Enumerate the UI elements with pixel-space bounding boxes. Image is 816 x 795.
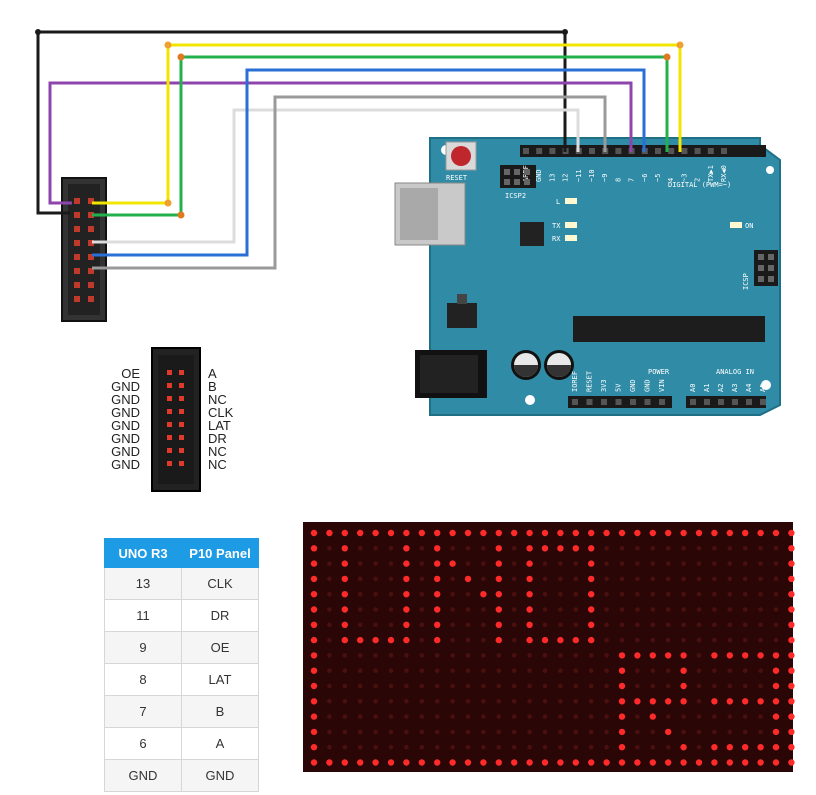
analog-pin-label: A2 [717, 384, 725, 392]
power-pin-labels: IOREF RESET 3V3 5V GND GND VIN [571, 370, 666, 405]
power-pin-label: GND [644, 379, 652, 392]
pin-label-right: LAT [208, 418, 231, 433]
power-pin-label: RESET [586, 370, 594, 392]
header-uno: UNO R3 [104, 538, 182, 568]
pin-label-right: B [208, 379, 217, 394]
digital-pin-label: GND [535, 169, 543, 182]
atmega-chip [573, 316, 765, 342]
pin-label-right: NC [208, 392, 227, 407]
digital-pin-label: ~6 [641, 174, 649, 182]
pin-label-right: A [208, 366, 217, 381]
analog-pin-label: A1 [703, 384, 711, 392]
table-header-row: UNO R3 P10 Panel [104, 538, 259, 568]
uno-pin-cell: GND [104, 759, 182, 792]
pin-label-left: OE [121, 366, 140, 381]
reset-label: RESET [446, 174, 468, 182]
pin-label-right: DR [208, 431, 227, 446]
uno-pin-cell: 7 [104, 695, 182, 728]
digital-pin-label: ~10 [588, 169, 596, 182]
digital-pin-label: 8 [614, 178, 622, 182]
pin-label-left: GND [111, 392, 140, 407]
tx-label: TX [552, 222, 561, 230]
wire-lat-blue [92, 68, 646, 257]
power-pin-label: GND [629, 379, 637, 392]
icsp-label: ICSP [742, 273, 750, 290]
uno-pin-cell: 9 [104, 631, 182, 664]
idc-connector-wiring [61, 177, 107, 322]
analog-pin-label: A5 [759, 384, 767, 392]
digital-pin-label: 4 [667, 178, 675, 182]
pin-label-left: GND [111, 444, 140, 459]
analog-header [686, 396, 766, 408]
wire-clk-white [92, 108, 580, 244]
uno-pin-cell: 8 [104, 663, 182, 696]
uno-pin-cell: 6 [104, 727, 182, 760]
header-p10: P10 Panel [181, 538, 259, 568]
wire-oe-purple [48, 81, 633, 205]
p10-pin-cell: CLK [181, 567, 259, 600]
l-label: L [556, 198, 560, 206]
pin-label-left: GND [111, 405, 140, 420]
pin-label-left: GND [111, 457, 140, 472]
power-label: POWER [648, 368, 670, 376]
digital-pin-label: RX◀0 [720, 165, 728, 182]
digital-label: DIGITAL (PWM=~) [668, 181, 731, 189]
p10-pin-cell: OE [181, 631, 259, 664]
digital-pin-label: ~11 [575, 169, 583, 182]
analog-pin-label: A4 [745, 384, 753, 392]
power-pin-label: 3V3 [600, 379, 608, 392]
uno-pin-cell: 13 [104, 567, 182, 600]
power-pin-label: 5V [615, 383, 623, 392]
pin-label-right: CLK [208, 405, 234, 420]
analog-pin-labels: A0 A1 A2 A3 A4 A5 [689, 384, 767, 405]
power-jack [415, 350, 487, 398]
icsp2-label: ICSP2 [505, 192, 526, 200]
uno-pin-cell: 11 [104, 599, 182, 632]
power-pin-label: VIN [658, 379, 666, 392]
digital-pin-label: 12 [562, 174, 570, 182]
digital-pin-label: TX▶1 [707, 165, 715, 182]
pin-label-left: GND [111, 431, 140, 446]
wire-dr-gray [92, 95, 607, 270]
digital-pin-label: 13 [548, 174, 556, 182]
analog-pin-label: A0 [689, 384, 697, 392]
icsp-header [754, 250, 778, 286]
digital-pin-label: ~3 [680, 174, 688, 182]
digital-pin-label: ~5 [654, 174, 662, 182]
arduino-uno-board: RESET ICSP2 ICSP [394, 137, 781, 416]
power-pin-label: IOREF [571, 371, 579, 392]
p10-pin-cell: B [181, 695, 259, 728]
on-label: ON [745, 222, 753, 230]
pin-label-right: NC [208, 444, 227, 459]
p10-pin-cell: GND [181, 759, 259, 792]
digital-pin-label: 7 [628, 178, 636, 182]
p10-pin-cell: DR [181, 599, 259, 632]
digital-pin-label: ~9 [601, 174, 609, 182]
pin-label-left: GND [111, 379, 140, 394]
pin-label-right: NC [208, 457, 227, 472]
analog-label: ANALOG IN [716, 368, 754, 376]
analog-pin-label: A3 [731, 384, 739, 392]
digital-pin-label: 2 [694, 178, 702, 182]
wire-joints [35, 29, 684, 219]
p10-pin-cell: LAT [181, 663, 259, 696]
pin-label-left: GND [111, 418, 140, 433]
p10-led-panel [303, 522, 795, 772]
rx-label: RX [552, 235, 561, 243]
reset-button [445, 141, 477, 171]
p10-pin-cell: A [181, 727, 259, 760]
pinout-connector [151, 347, 201, 492]
